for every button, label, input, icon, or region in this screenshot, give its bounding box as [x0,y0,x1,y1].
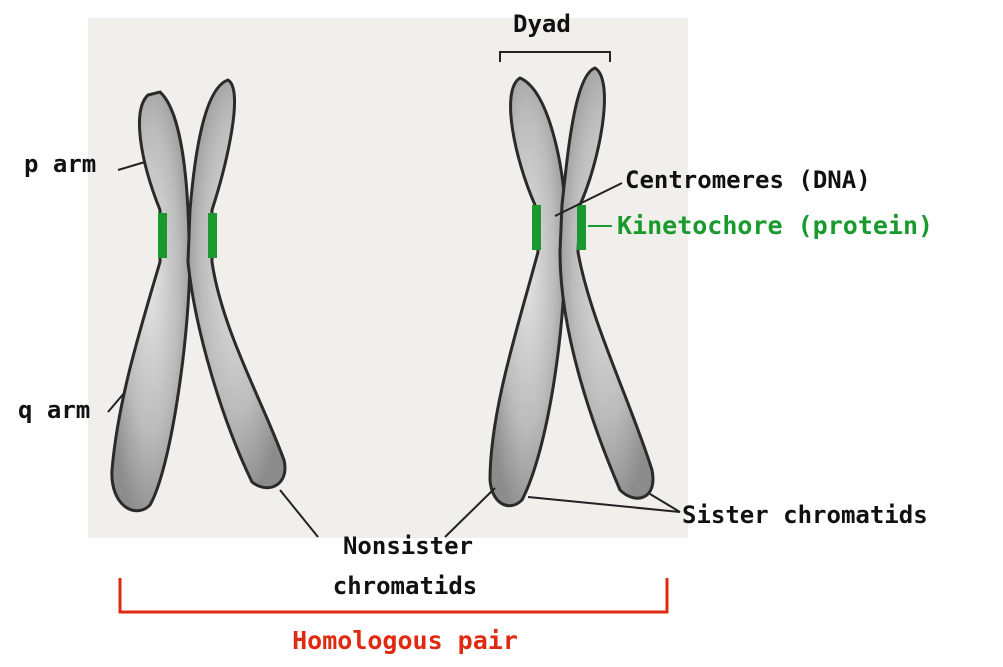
nonsister-label-line1: Nonsister [318,534,498,558]
p-arm-label: p arm [24,152,96,176]
sister-chromatids-label: Sister chromatids [682,503,928,527]
kinetochore-label: Kinetochore (protein) [617,213,933,238]
nonsister-label-line2: chromatids [300,574,510,598]
kinetochore-right-b [577,205,586,250]
q-arm-label: q arm [18,398,90,422]
dyad-label: Dyad [513,12,571,36]
homologous-pair-label: Homologous pair [240,628,570,653]
kinetochore-left-a [158,213,167,258]
kinetochore-left-b [208,213,217,258]
kinetochore-right-a [532,205,541,250]
centromeres-label: Centromeres (DNA) [625,168,871,192]
